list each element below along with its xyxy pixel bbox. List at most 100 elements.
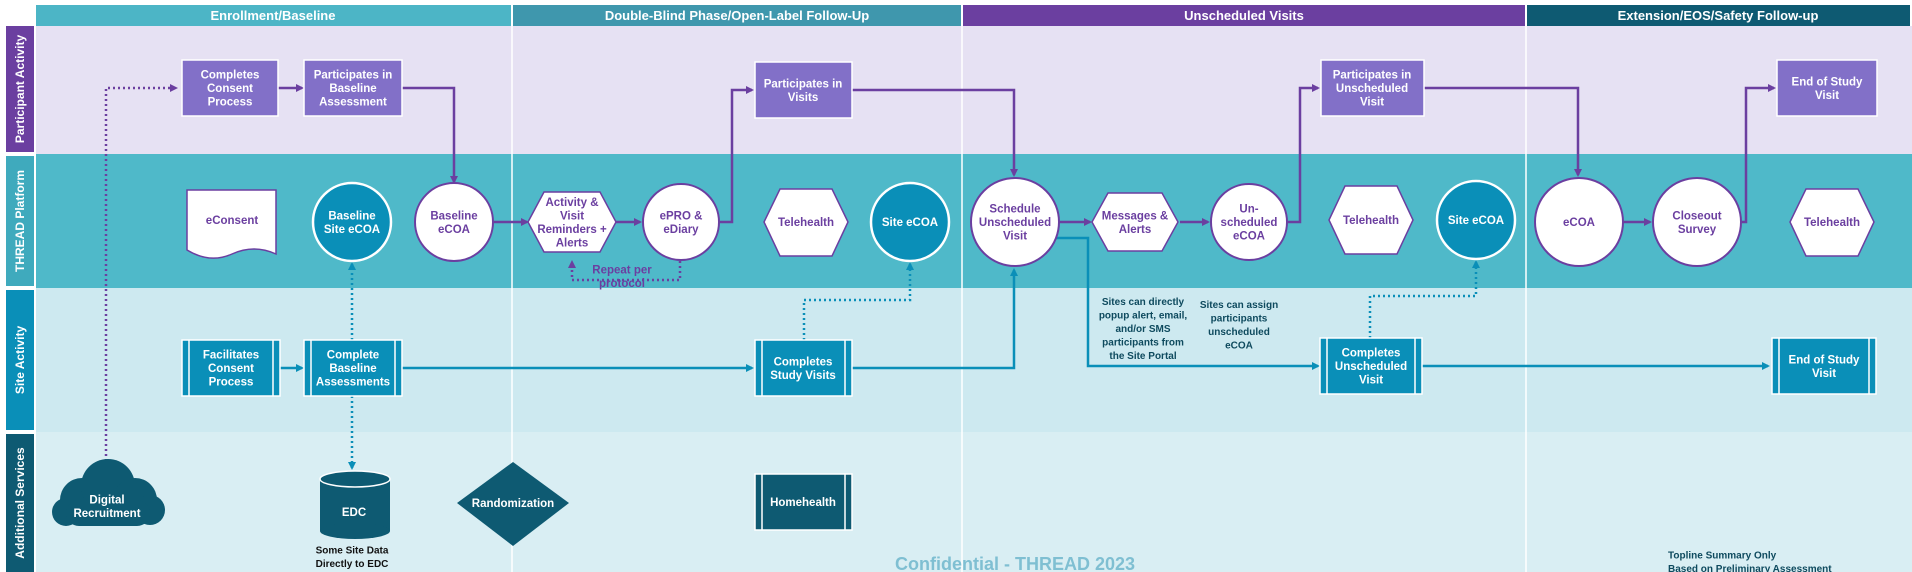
arrow-recruitment-to-consent: [104, 84, 178, 466]
node-closeout-survey: [1652, 177, 1742, 267]
text-line: Homehealth: [770, 497, 836, 509]
node-messages-alerts: [1091, 192, 1179, 252]
phase-label-unscheduled: Unscheduled Visits: [1184, 8, 1304, 23]
text-line: Visits: [788, 92, 818, 104]
text-line: Assessment: [319, 97, 387, 109]
text-line: Digital: [89, 494, 124, 506]
text-line: Completes: [774, 356, 833, 368]
text-line: Site eCOA: [882, 217, 938, 229]
text-line: Survey: [1678, 224, 1717, 236]
text-line: eCOA: [1563, 217, 1595, 229]
text-line: Study Visits: [770, 370, 836, 382]
text-line: Baseline: [328, 210, 375, 222]
label-baseline-ecoa: Baseline eCOA: [430, 210, 477, 236]
label-site-ecoa-1: Site eCOA: [882, 217, 938, 229]
text-line: eCOA: [438, 224, 470, 236]
node-complete-baseline-assessments: [303, 339, 403, 397]
lane-label-platform: THREAD Platform: [13, 170, 27, 272]
text-line: Visit: [560, 210, 584, 222]
arrow-study-visits-to-site-ecoa: [802, 262, 914, 340]
text-line: Completes: [1342, 348, 1401, 360]
text-line: Alerts: [1119, 224, 1152, 236]
text-line: popup alert, email,: [1099, 311, 1188, 322]
text-line: Unscheduled: [1336, 83, 1408, 95]
text-line: Randomization: [472, 498, 554, 510]
node-participates-unscheduled: [1320, 59, 1425, 117]
text-line: participants from: [1102, 338, 1184, 349]
arrow-visits-to-schedule: [852, 88, 1018, 177]
text-line: participants: [1211, 313, 1268, 324]
phase-header-unscheduled: [963, 5, 1525, 26]
node-completes-study-visits: [754, 339, 853, 397]
label-telehealth-3: Telehealth: [1804, 217, 1860, 229]
node-baseline-ecoa: [414, 182, 494, 262]
node-telehealth-1: [763, 188, 849, 257]
text-line: End of Study: [1792, 76, 1864, 88]
label-participates-visits: Participates in Visits: [764, 78, 843, 104]
text-line: Sites can assign: [1200, 300, 1278, 311]
text-line: Participates in: [764, 78, 843, 90]
node-edc-database-icon: [319, 470, 391, 539]
arrow-study-visits-to-schedule: [852, 268, 1018, 370]
node-homehealth: [754, 473, 853, 531]
text-line: Visit: [1815, 90, 1839, 102]
label-telehealth-1: Telehealth: [778, 217, 834, 229]
text-line: ePRO &: [660, 210, 703, 222]
loop-repeat-per-protocol: [568, 256, 682, 282]
lane-label-services: Additional Services: [13, 447, 27, 559]
text-line: Visit: [1359, 375, 1383, 387]
arrow-baseline-to-ecoa: [402, 86, 458, 184]
text-line: Reminders +: [537, 224, 607, 236]
text-line: Consent: [208, 363, 254, 375]
lane-header-services: [6, 434, 34, 572]
text-line: Confidential - THREAD 2023: [895, 554, 1135, 572]
node-site-ecoa-2: [1435, 179, 1517, 261]
text-line: Some Site Data: [316, 545, 389, 556]
label-site-ecoa-2: Site eCOA: [1448, 215, 1504, 227]
label-epro-ediary: ePRO & eDiary: [660, 210, 703, 236]
arrow-closeout-to-end-of-study: [1742, 84, 1776, 224]
node-completes-consent: [181, 59, 279, 117]
label-messages-alerts: Messages &Alerts: [1102, 210, 1168, 236]
text-line: Completes: [201, 70, 260, 82]
lane-header-site: [6, 290, 34, 430]
phase-label-double-blind: Double-Blind Phase/Open-Label Follow-Up: [605, 8, 869, 23]
node-baseline-site-ecoa: [311, 181, 393, 263]
text-line: Baseline: [329, 363, 376, 375]
text-line: Unscheduled: [979, 217, 1051, 229]
text-line: eCOA: [1233, 231, 1265, 243]
watermark-confidential: Confidential - THREAD 2023: [895, 554, 1135, 572]
label-ecoa: eCOA: [1563, 217, 1595, 229]
arrow-epro-to-visits: [720, 86, 754, 224]
node-telehealth-2: [1328, 185, 1414, 255]
text-line: eDiary: [663, 224, 699, 236]
lane-header-participant: [6, 26, 34, 152]
arrow-participates-to-ecoa: [1424, 86, 1582, 177]
label-edc: EDC: [342, 507, 366, 519]
connectors: [104, 84, 1776, 470]
lane-label-site: Site Activity: [13, 326, 27, 395]
text-line: Process: [209, 377, 254, 389]
text-line: Consent: [207, 83, 253, 95]
node-facilitates-consent: [181, 339, 281, 397]
text-line: Site eCOA: [324, 224, 380, 236]
text-line: Baseline: [430, 210, 477, 222]
text-line: Site eCOA: [1448, 215, 1504, 227]
text-line: Facilitates: [203, 350, 259, 362]
node-end-of-study-site: [1771, 337, 1877, 395]
node-site-ecoa-1: [869, 181, 951, 263]
text-line: scheduled: [1221, 217, 1278, 229]
text-line: Activity &: [545, 197, 598, 209]
text-line: Directly to EDC: [316, 559, 389, 570]
